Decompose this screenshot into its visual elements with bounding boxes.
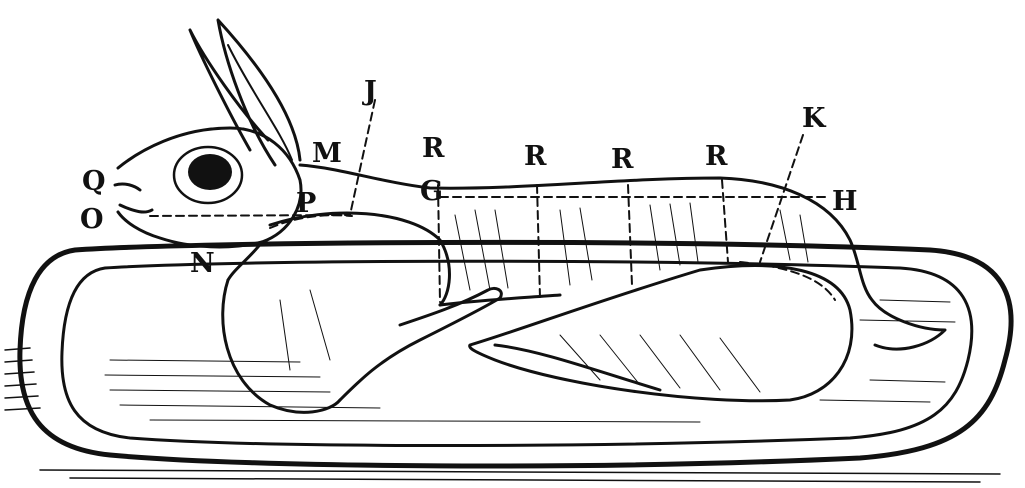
shoulder-curve	[270, 213, 449, 305]
label-p: P	[296, 188, 316, 219]
label-r2: R	[524, 141, 547, 172]
label-j: J	[362, 76, 377, 107]
line-j	[350, 100, 375, 215]
label-h: H	[832, 186, 858, 217]
label-n: N	[190, 248, 215, 279]
cut-r4	[722, 180, 728, 262]
hare	[115, 20, 945, 412]
mouth	[120, 205, 152, 212]
label-r3: R	[611, 144, 634, 175]
dish-inner-rim	[62, 261, 972, 445]
label-k: K	[802, 103, 827, 134]
eye	[188, 154, 232, 190]
label-o: O	[80, 204, 104, 235]
table-shading	[5, 348, 1000, 482]
label-g: G	[420, 176, 443, 207]
forequarter	[223, 280, 340, 412]
label-q: Q	[82, 166, 106, 197]
label-r4: R	[705, 141, 728, 172]
label-r1: R	[422, 133, 445, 164]
cut-r3	[628, 185, 632, 285]
label-m: M	[312, 138, 342, 169]
hind-leg	[470, 266, 852, 401]
nose	[115, 184, 140, 190]
